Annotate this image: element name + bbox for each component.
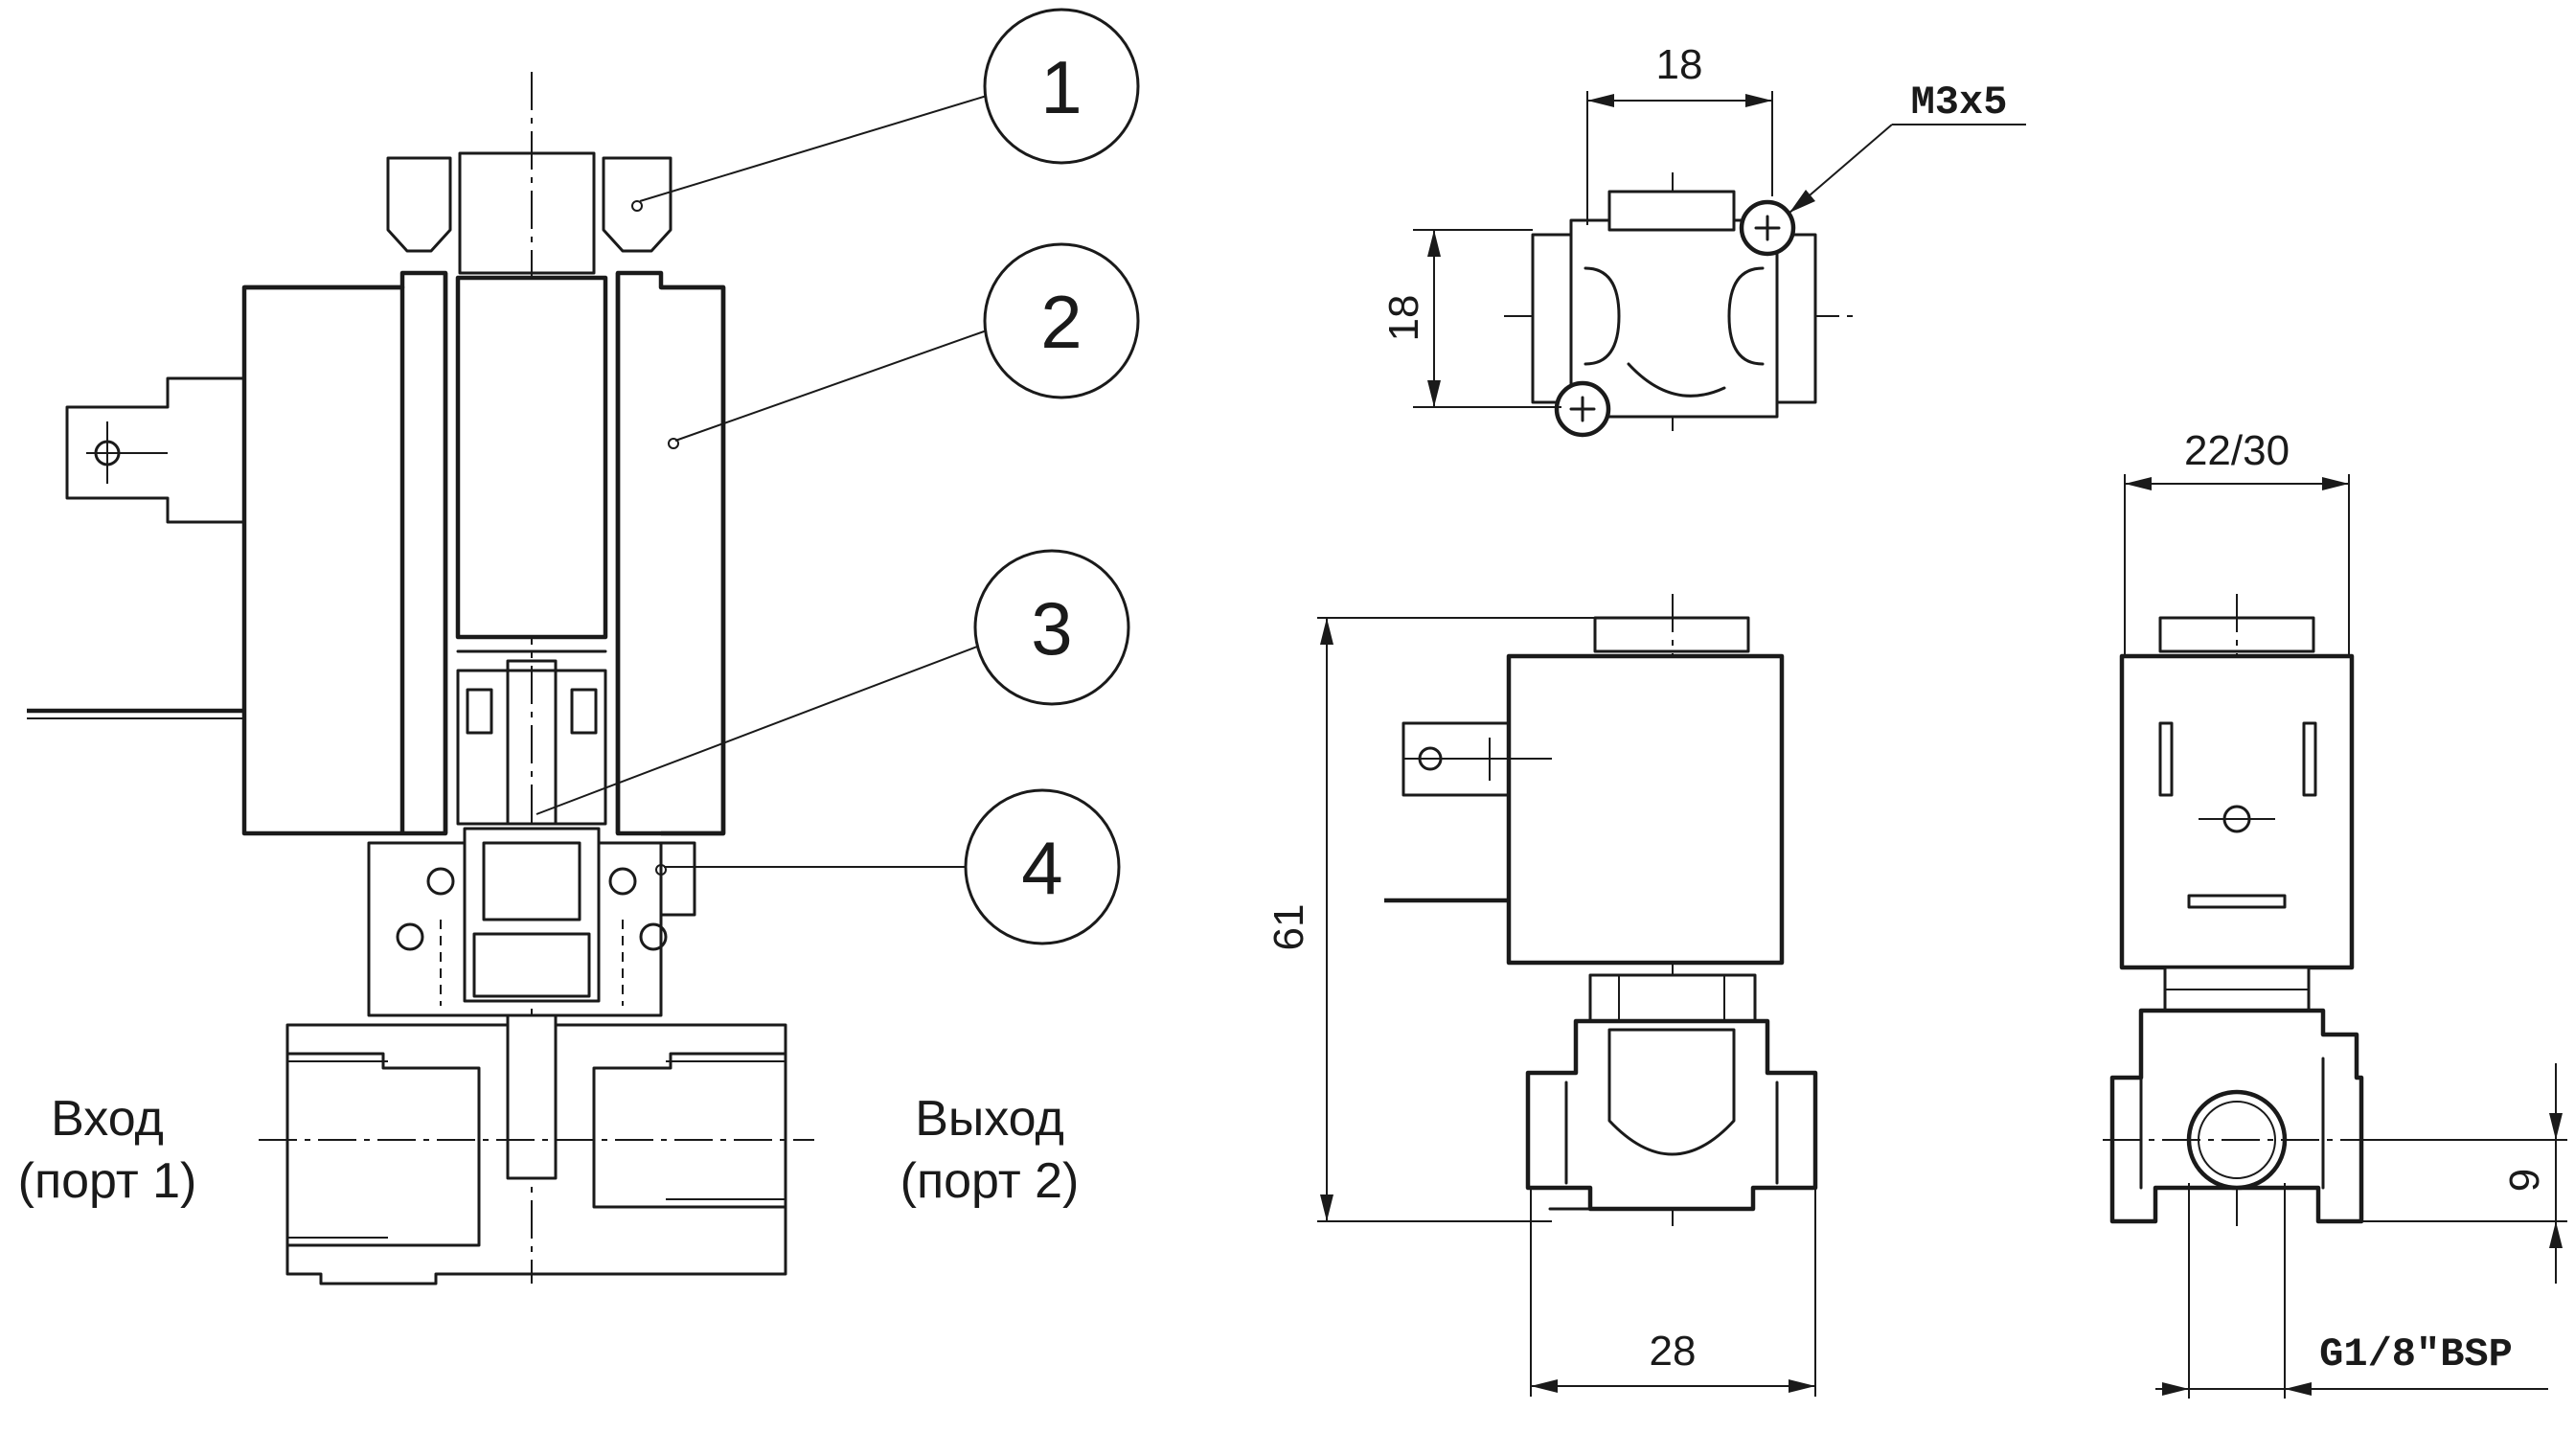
callouts: 1 2 3 4 — [536, 8, 1140, 945]
callout-label-4: 4 — [1021, 826, 1062, 910]
callout-label-3: 3 — [1031, 586, 1072, 671]
outlet-port-label: (порт 2) — [900, 1153, 1080, 1209]
dim-top-depth: 18 — [1380, 295, 1427, 342]
dim-height: 61 — [1265, 904, 1312, 951]
callout-label-1: 1 — [1040, 45, 1082, 129]
callout-circle-1 — [983, 8, 1140, 165]
front-view: 61 28 — [1265, 594, 1818, 1397]
inlet-label: Вход — [51, 1091, 164, 1147]
dim-base-width: 28 — [1650, 1328, 1697, 1375]
dim-thread: G1/8"BSP — [2319, 1331, 2513, 1377]
dim-port-offset: 9 — [2501, 1169, 2548, 1192]
dim-top-width: 18 — [1656, 41, 1703, 88]
callout-label-2: 2 — [1040, 280, 1082, 364]
inlet-port-label: (порт 1) — [18, 1153, 197, 1209]
dim-coil-width: 22/30 — [2184, 427, 2290, 474]
callout-circle-2 — [983, 242, 1140, 399]
section-view — [27, 72, 814, 1285]
port-labels: Вход (порт 1) Выход (порт 2) — [18, 1091, 1080, 1209]
top-view: 18 18 M3x5 — [1380, 41, 2026, 438]
callout-circle-3 — [973, 549, 1130, 706]
outlet-label: Выход — [915, 1091, 1064, 1147]
callout-circle-4 — [964, 788, 1121, 945]
side-view: 22/30 9 G1/8"BSP — [2103, 427, 2567, 1399]
dim-screw: M3x5 — [1911, 80, 2008, 125]
